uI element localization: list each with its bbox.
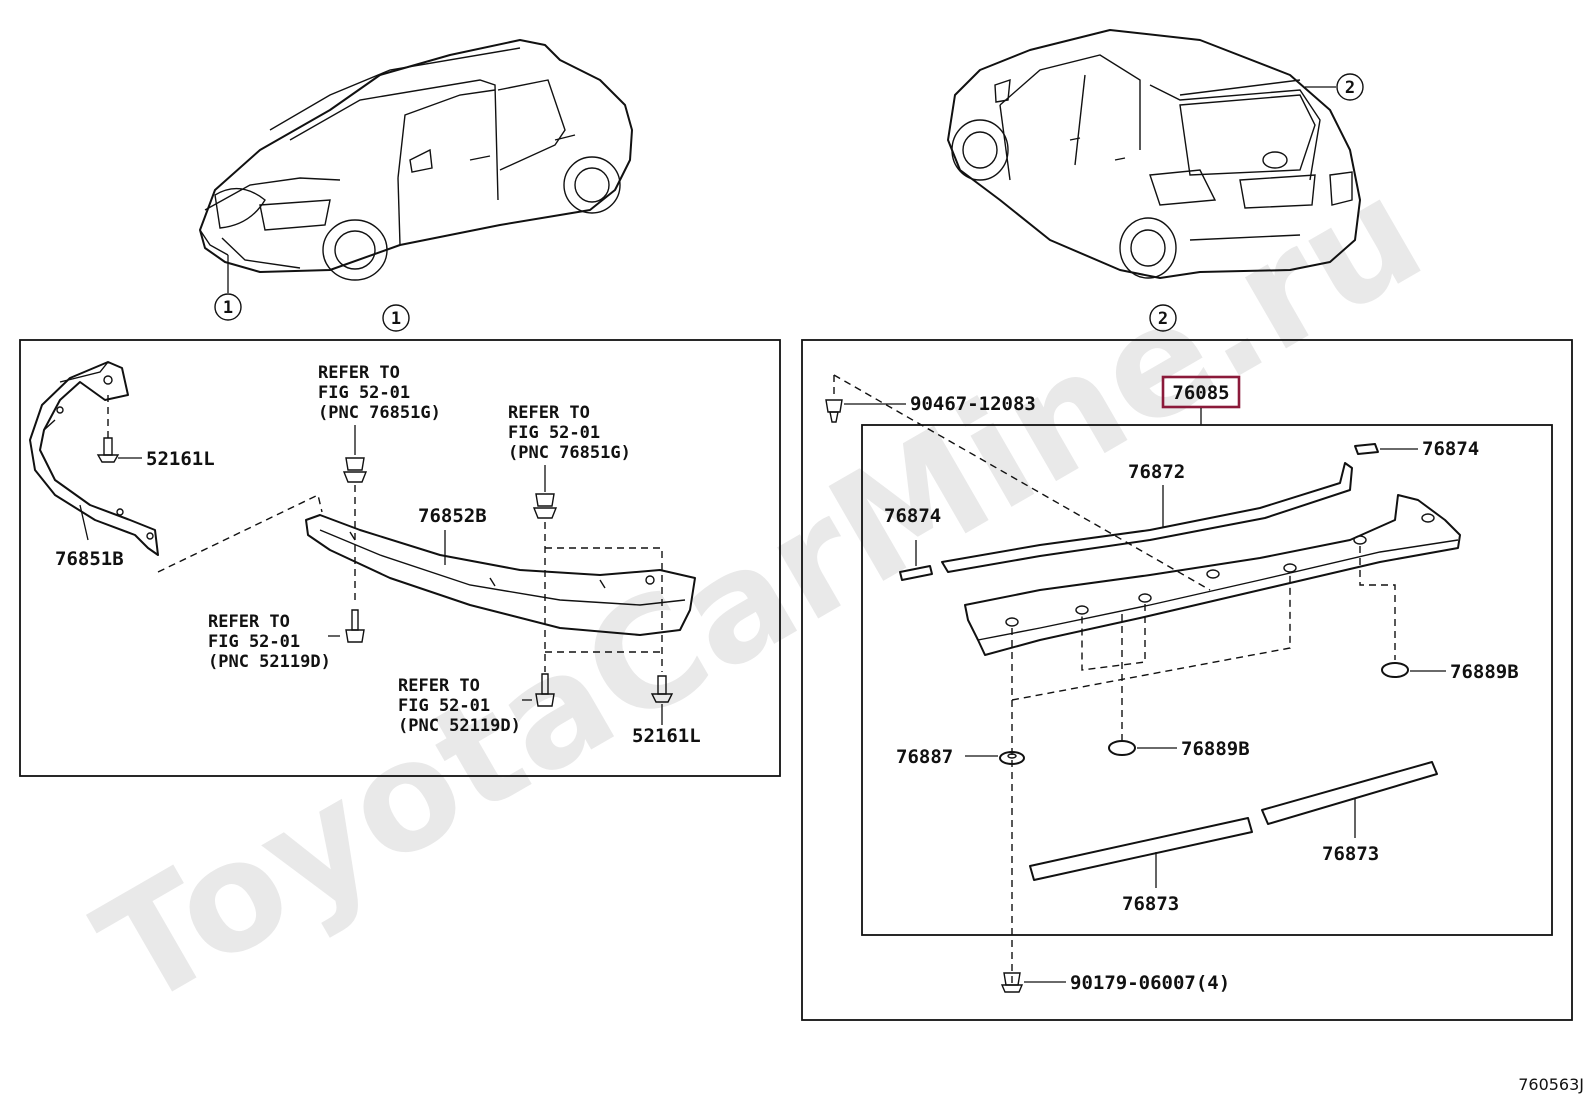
figure-id: 760563J xyxy=(1518,1075,1584,1094)
watermark: ToyotaCarMine.ru xyxy=(71,145,1450,1041)
leader-76851b xyxy=(79,504,89,541)
section-2-number: 2 xyxy=(1158,309,1168,329)
nut-90179-06007 xyxy=(1000,972,1024,993)
callout-1-number: 1 xyxy=(223,298,233,318)
label-76872: 76872 xyxy=(1128,461,1185,483)
section-1-circle xyxy=(382,304,410,332)
refer-note-3-line2: FIG 52-01 xyxy=(208,632,300,652)
refer-note-4-line3: (PNC 52119D) xyxy=(398,716,521,736)
assembly-number-highlight xyxy=(1161,375,1241,409)
refer-note-1-line1: REFER TO xyxy=(318,363,400,383)
part-76889b-center-drawing xyxy=(1108,740,1136,756)
rear-spoiler-drawing xyxy=(964,494,1461,656)
part-76873-right-drawing xyxy=(1261,761,1438,825)
refer-note-4-line2: FIG 52-01 xyxy=(398,696,490,716)
rear-car-illustration xyxy=(947,29,1361,279)
part-76852b-drawing xyxy=(305,514,696,636)
label-76874-left: 76874 xyxy=(884,505,941,527)
label-76889b-right: 76889B xyxy=(1450,661,1519,683)
dash-ref-2-a xyxy=(545,547,663,672)
refer-note-1-line2: FIG 52-01 xyxy=(318,383,410,403)
refer-note-3-line1: REFER TO xyxy=(208,612,290,632)
part-76889b-right-drawing xyxy=(1381,662,1409,678)
refer-note-3-line3: (PNC 52119D) xyxy=(208,652,331,672)
dash-spoiler-cushion-right xyxy=(1359,546,1396,660)
label-clip: 90467-12083 xyxy=(910,393,1036,415)
section-1-number: 1 xyxy=(391,309,401,329)
dash-76851b-to-76852b xyxy=(157,493,323,573)
part-76887-drawing xyxy=(999,751,1025,765)
front-car-illustration xyxy=(199,39,633,281)
front-spoiler-panel xyxy=(19,339,781,777)
callout-2-circle xyxy=(1336,73,1364,101)
label-nut: 90179-06007(4) xyxy=(1070,972,1230,994)
spoiler-assembly-box xyxy=(861,424,1553,936)
clip-52161l-bottom xyxy=(650,675,674,703)
refer-note-2-line3: (PNC 76851G) xyxy=(508,443,631,463)
part-76874-left-drawing xyxy=(899,565,933,581)
part-76872-drawing xyxy=(941,462,1353,573)
label-76852b: 76852B xyxy=(418,505,487,527)
part-76874-right-drawing xyxy=(1354,443,1379,455)
fastener-ref-1 xyxy=(342,457,368,483)
bolt-ref-3 xyxy=(345,609,365,643)
label-76874-right: 76874 xyxy=(1422,438,1479,460)
fastener-ref-2 xyxy=(532,493,558,519)
dash-clip-diagonal xyxy=(833,374,1211,591)
label-76887: 76887 xyxy=(896,746,953,768)
refer-note-4-line1: REFER TO xyxy=(398,676,480,696)
refer-note-2-line2: FIG 52-01 xyxy=(508,423,600,443)
refer-note-2-line1: REFER TO xyxy=(508,403,590,423)
refer-note-1-line3: (PNC 76851G) xyxy=(318,403,441,423)
callout-1-circle xyxy=(214,293,242,321)
part-76851b-drawing xyxy=(29,361,159,556)
dash-spoiler-horizontal xyxy=(1011,572,1291,701)
label-52161l-top: 52161L xyxy=(146,448,215,470)
rear-spoiler-panel xyxy=(801,339,1573,1021)
dash-spoiler-mid xyxy=(1081,604,1146,671)
clip-52161l-top xyxy=(96,437,120,463)
label-76889b-center: 76889B xyxy=(1181,738,1250,760)
label-76873-right: 76873 xyxy=(1322,843,1379,865)
bolt-ref-4 xyxy=(535,673,555,707)
label-76873-left: 76873 xyxy=(1122,893,1179,915)
label-52161l-bottom: 52161L xyxy=(632,725,701,747)
callout-2-number: 2 xyxy=(1345,78,1355,98)
assembly-number: 76085 xyxy=(1172,382,1229,404)
label-76851b: 76851B xyxy=(55,548,124,570)
clip-90467-12083 xyxy=(825,399,843,423)
section-2-circle xyxy=(1149,304,1177,332)
part-76873-left-drawing xyxy=(1029,817,1253,881)
